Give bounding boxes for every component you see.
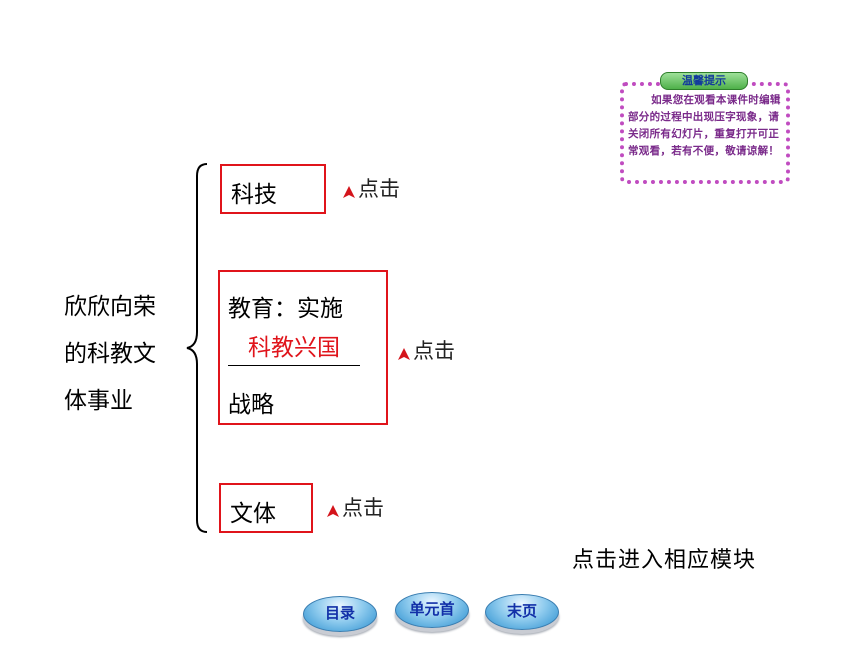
main-label-line-1: 欣欣向荣 (64, 294, 156, 320)
tip-title: 温馨提示 (660, 72, 748, 90)
education-blank-answer: 科教兴国 (248, 335, 340, 361)
last-page-button[interactable]: 末页 (485, 594, 559, 630)
main-label: 欣欣向荣 的科教文 体事业 (64, 284, 184, 425)
education-blank: 科教兴国 (228, 333, 360, 366)
sport-label: 文体 (230, 501, 276, 527)
main-label-line-2: 的科教文 (64, 341, 156, 367)
main-label-line-3: 体事业 (64, 388, 133, 414)
module-hint: 点击进入相应模块 (572, 548, 757, 573)
education-box[interactable] (218, 270, 388, 425)
click-link-sport[interactable]: 点击 (326, 492, 384, 522)
unit-first-button[interactable]: 单元首 (395, 592, 469, 628)
pointer-icon (327, 505, 339, 517)
click-link-education[interactable]: 点击 (397, 335, 455, 365)
click-link-tech[interactable]: 点击 (342, 173, 400, 203)
tip-text: 如果您在观看本课件时编辑部分的过程中出现压字现象，请关闭所有幻灯片，重复打开可正… (628, 94, 781, 157)
click-link-sport-label: 点击 (342, 496, 384, 520)
pointer-icon (343, 186, 355, 198)
pointer-icon (398, 348, 410, 360)
education-line-1: 教育：实施 (228, 296, 343, 322)
left-brace-icon (186, 163, 208, 533)
click-link-education-label: 点击 (413, 339, 455, 363)
education-line-3: 战略 (228, 392, 274, 418)
click-link-tech-label: 点击 (358, 177, 400, 201)
tech-box[interactable] (220, 164, 326, 214)
toc-button[interactable]: 目录 (303, 596, 377, 632)
tech-label: 科技 (231, 182, 277, 208)
sport-box[interactable] (219, 483, 313, 533)
